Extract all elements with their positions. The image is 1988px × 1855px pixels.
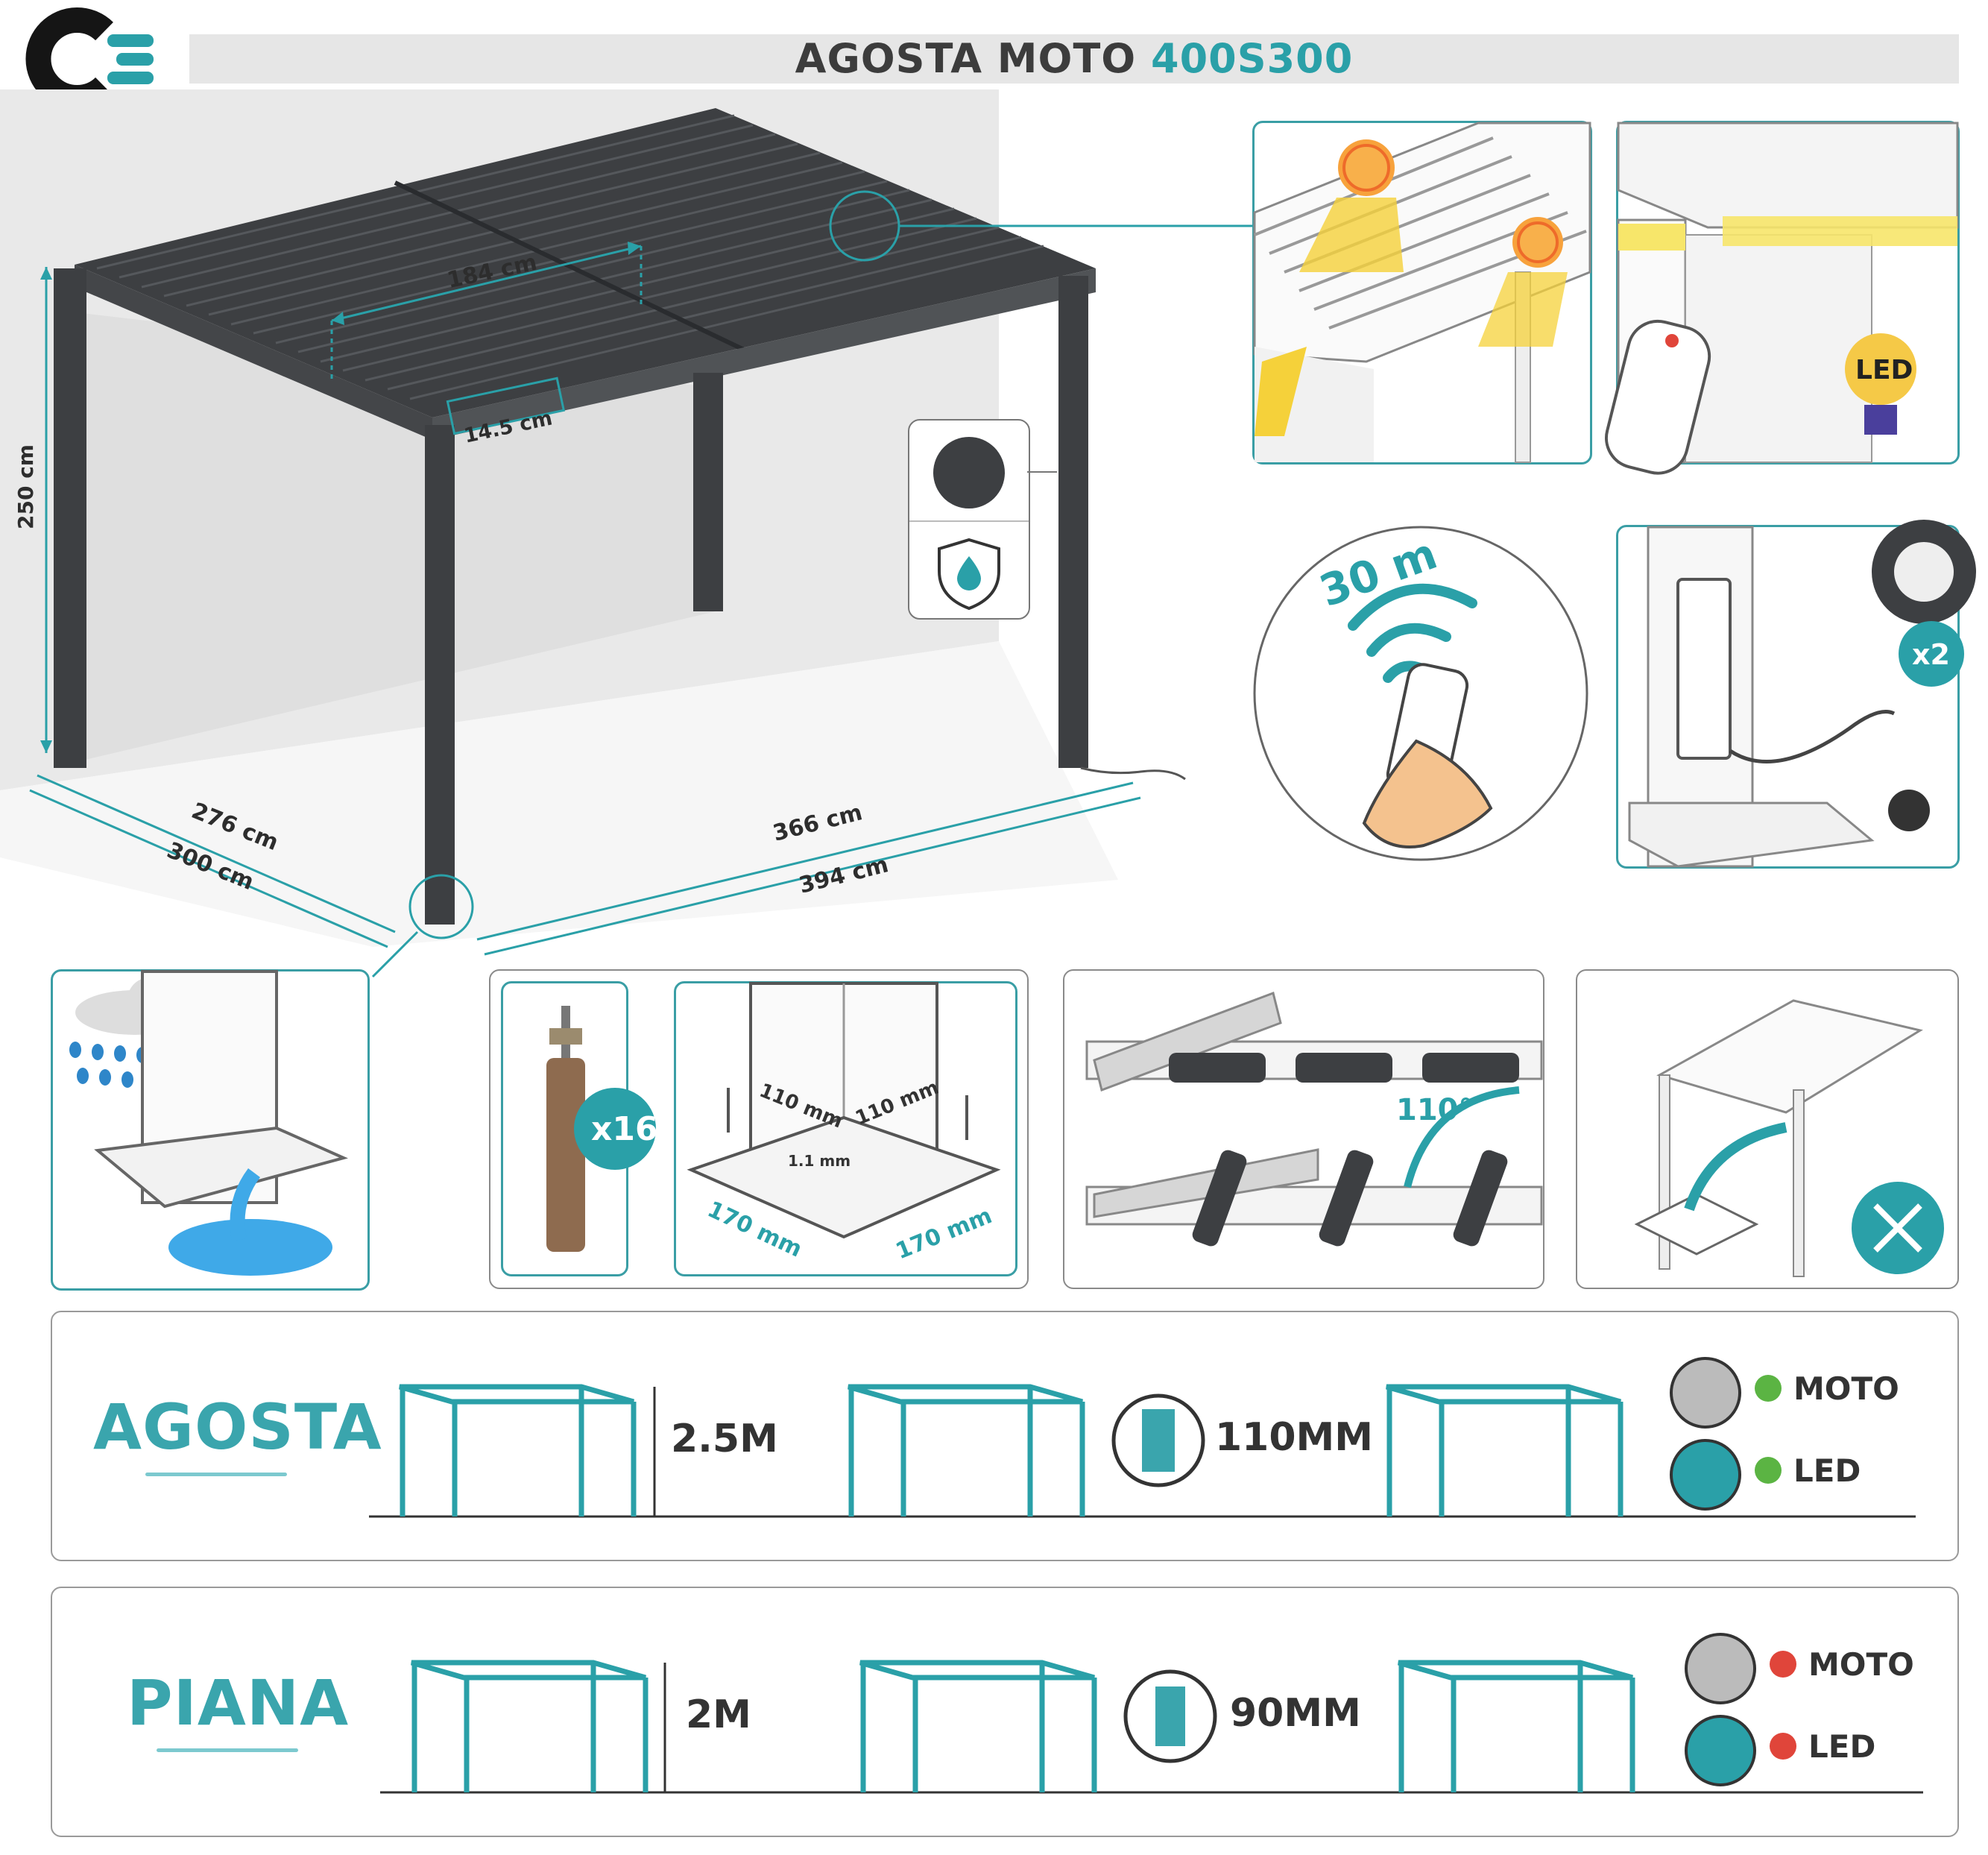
- screw-icon: [727, 1088, 968, 1140]
- tools-icon: [1852, 1182, 1944, 1274]
- power-panel: x2: [1616, 520, 1976, 869]
- socket-icon: [1872, 520, 1976, 624]
- water-splash-icon: [168, 1168, 332, 1276]
- post-base-box: 110 mm 110 mm 1.1 mm 170 mm 170 mm: [674, 981, 1017, 1276]
- anchor-panel: x16 110 mm 110 mm 1.1 mm 170 mm 170 mm: [489, 969, 1029, 1289]
- post-front-left: [425, 425, 455, 925]
- led-bulb-icon: LED: [1845, 333, 1916, 435]
- louver-angle: 110°: [1396, 1093, 1474, 1127]
- anchor-bolt-box: x16: [501, 981, 658, 1276]
- plug-icon: [1888, 790, 1930, 831]
- dim-height: 250 cm: [13, 444, 38, 529]
- post-front-right: [1058, 276, 1088, 768]
- product-name: PIANA: [127, 1666, 350, 1739]
- led-badge: LED: [1855, 355, 1913, 385]
- power-count: x2: [1912, 638, 1950, 671]
- title-main: AGOSTA MOTO: [795, 35, 1137, 82]
- height-value: 2M: [686, 1692, 751, 1737]
- pergola-roof: [75, 108, 1096, 418]
- product-name: AGOSTA: [93, 1391, 382, 1464]
- remote-range-panel: 30 m: [1252, 525, 1589, 862]
- louver-sun-panel: [1252, 121, 1592, 464]
- gap-size: 1.1 mm: [788, 1152, 851, 1170]
- base-size-2: 170 mm: [892, 1203, 996, 1265]
- pergola-icons: [369, 1357, 1916, 1518]
- anchor-bolt-icon: [546, 1006, 585, 1252]
- title-bar: AGOSTA MOTO 400S300: [189, 34, 1959, 84]
- color-swatch: [933, 437, 1005, 508]
- pergola-icons: [380, 1633, 1923, 1794]
- led-label: LED: [1793, 1452, 1861, 1489]
- led-panel: LED: [1604, 121, 1960, 475]
- post-back-left: [54, 268, 86, 768]
- comparison-row-agosta: AGOSTA 2.5M 110MM MOTO LED: [51, 1311, 1959, 1561]
- page-title: AGOSTA MOTO 400S300: [189, 34, 1959, 84]
- finish-badge: [908, 419, 1030, 620]
- louver-rotation-panel: 110°: [1063, 969, 1544, 1289]
- waterproof-icon: [938, 538, 1000, 611]
- assembly-panel: [1576, 969, 1959, 1289]
- post-value: 110MM: [1215, 1415, 1374, 1460]
- post-value: 90MM: [1230, 1691, 1361, 1736]
- title-model: 400S300: [1151, 35, 1354, 82]
- moto-label: MOTO: [1793, 1370, 1899, 1407]
- led-label: LED: [1808, 1728, 1876, 1765]
- anchor-count: x16: [591, 1110, 658, 1148]
- pergola-illustration: 184 cm 14.5 cm 250 cm 276 cm 300 cm 366 …: [0, 89, 1256, 978]
- comparison-row-piana: PIANA 2M 90MM MOTO LED: [51, 1587, 1959, 1837]
- sun-icon-2: [1512, 217, 1563, 268]
- remote-icon: [1604, 319, 1711, 475]
- drainage-panel: [51, 969, 370, 1291]
- post-back-right: [693, 373, 723, 611]
- height-value: 2.5M: [671, 1417, 778, 1461]
- hand-remote-icon: [1362, 663, 1493, 848]
- moto-label: MOTO: [1808, 1646, 1914, 1683]
- sun-icon: [1338, 139, 1395, 196]
